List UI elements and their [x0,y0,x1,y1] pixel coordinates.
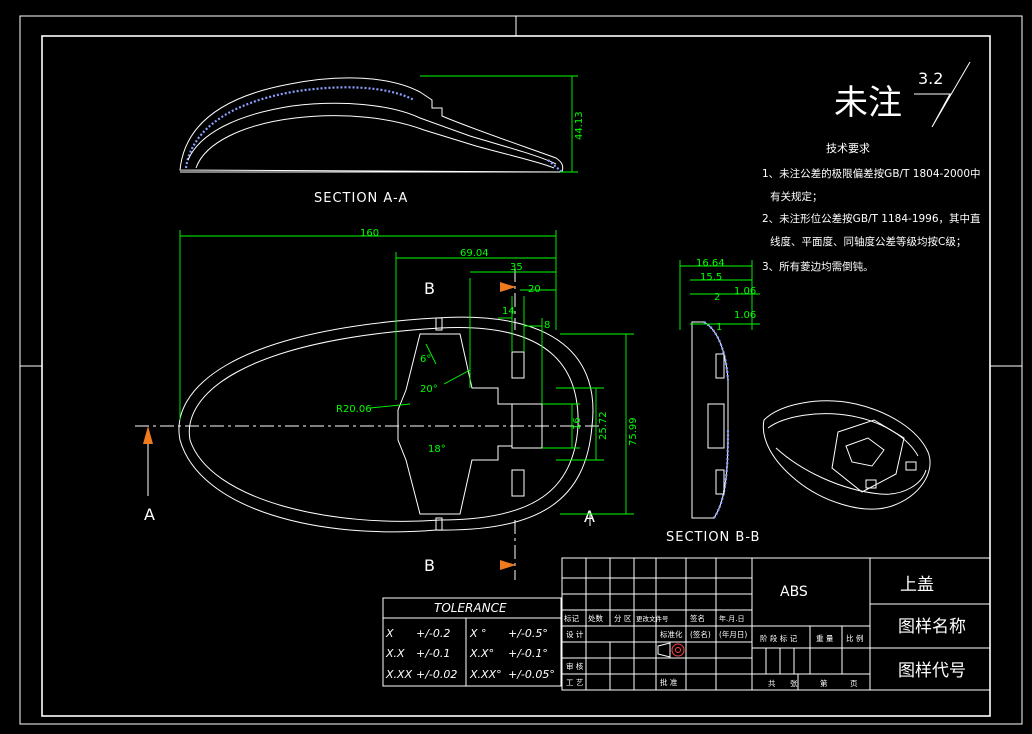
outer-border [19,15,1023,725]
tol-r1-c2: +/-0.2 [416,627,450,640]
svg-text:2: 2 [714,292,720,303]
tol-r3-c1: X.XX [385,668,413,681]
angle-20: 20° [420,384,438,395]
tol-r1-c1: X [385,627,394,640]
angle-18: 18° [428,444,446,455]
tb-stage: 阶 段 标 记 [760,633,798,643]
tol-r3-c2: +/-0.02 [416,668,457,681]
dim-1-06-b: 1.06 [734,310,756,321]
tb-review: 审 核 [566,661,584,671]
dim-label-44-13: 44.13 [574,111,585,140]
dim-16: 16 [572,417,583,430]
tb-no: 第 [820,678,828,688]
tech-req-item-2b: 线度、平面度、同轴度公差等级均按C级； [770,235,966,248]
label-a-left: A [144,505,155,524]
tb-date: (年月日) [719,629,747,639]
tol-r2-c1: X.X [385,647,405,660]
label-b-bottom: B [424,556,435,575]
dim-1-06-a: 1.06 [734,286,756,297]
dim-8: 8 [544,320,550,331]
tb-header-3: 分 区 [614,614,632,623]
tb-page: 页 [850,679,858,688]
tol-r3-c3: X.XX° [469,668,502,681]
tech-req-item-2: 2、未注形位公差按GB/T 1184-1996，其中直 [762,212,981,225]
tech-req-item-1b: 有关规定； [770,190,823,203]
tb-header-4: 更改文件号 [636,614,669,623]
tb-weight: 重 量 [816,634,834,643]
dim-20: 20 [528,284,541,295]
roughness-label: 未注 [834,83,902,123]
dim-35: 35 [510,262,523,273]
title-block: 标记 处数 分 区 更改文件号 签名 年.月.日 设 计 标准化 (签名) (年… [561,557,991,691]
section-bb-view: 16.64 15.5 1.06 2 1.06 1 SECTION B-B [666,258,760,545]
tb-header-5: 签名 [690,613,705,623]
tolerance-table: TOLERANCE X +/-0.2 X ° +/-0.5° X.X +/-0.… [382,597,562,687]
label-a-right: A [584,507,595,526]
tol-r1-c3: X ° [469,627,487,640]
dim-69-04: 69.04 [460,248,489,259]
tb-total: 共 [768,679,776,688]
tb-material: ABS [780,584,808,600]
dim-44-13: 44.13 [420,75,585,173]
section-bb-title: SECTION B-B [666,530,760,545]
tb-header-1: 标记 [564,613,579,623]
radius-r20-06: R20.06 [336,404,372,415]
tb-header-6: 年.月.日 [719,614,744,623]
tol-r2-c4: +/-0.1° [508,647,548,660]
tech-req-item-1: 1、未注公差的极限偏差按GB/T 1804-2000中 [762,167,981,180]
plan-view: A A B B 160 69.04 35 20 14 8 [135,228,639,580]
roughness-value: 3.2 [918,69,943,88]
dim-15-5: 15.5 [700,272,722,283]
tol-r3-c4: +/-0.05° [508,668,555,681]
tech-requirements: 技术要求 1、未注公差的极限偏差按GB/T 1804-2000中 有关规定； 2… [762,142,981,273]
tb-design: 设 计 [566,629,584,639]
isometric-view [762,400,931,510]
dim-16-64: 16.64 [696,258,725,269]
section-aa-view: 44.13 SECTION A-A [179,75,585,206]
dim-14: 14 [502,306,515,317]
projection-symbol [657,642,685,658]
tech-req-item-3: 3、所有菱边均需倒钝。 [762,260,874,273]
dim-160: 160 [360,228,379,239]
dim-75-99: 75.99 [628,417,639,446]
tb-header-2: 处数 [588,613,603,623]
tb-drawing-code: 图样代号 [898,661,966,681]
label-b-top: B [424,279,435,298]
tol-r1-c4: +/-0.5° [508,627,548,640]
tb-standardization: 标准化 [660,629,683,639]
tb-part-name: 上盖 [900,575,934,595]
section-aa-title: SECTION A-A [314,191,408,206]
dim-25-72: 25.72 [598,411,609,440]
tb-approve: 批 准 [660,677,678,687]
tolerance-title: TOLERANCE [434,601,507,615]
angle-6: 6° [420,354,431,365]
plan-dimensions: 160 69.04 35 20 14 8 16 25.72 [179,228,639,515]
tech-req-title: 技术要求 [826,142,870,155]
tol-r2-c2: +/-0.1 [416,647,450,660]
inner-frame [41,35,991,717]
tol-r2-c3: X.X° [469,647,494,660]
tb-scale: 比 例 [846,633,863,643]
tb-sheets: 张 [790,679,798,688]
roughness-symbol: 未注 3.2 [834,61,971,128]
svg-text:1: 1 [716,322,722,333]
tb-process: 工 艺 [566,678,583,687]
tb-sign: (签名) [690,629,711,639]
tb-drawing-name: 图样名称 [898,617,966,637]
